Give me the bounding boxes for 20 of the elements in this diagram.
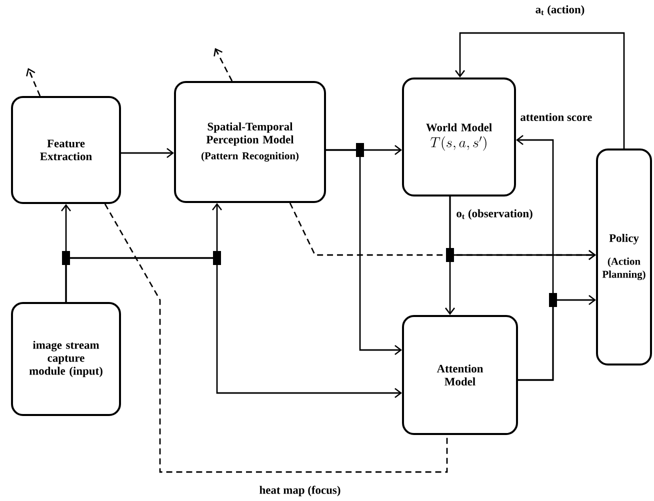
arrow: [326, 149, 402, 355]
dashed-arrow: [26, 68, 41, 96]
dashed-line: [104, 204, 448, 473]
arrow: [445, 196, 455, 315]
arrow: [518, 295, 596, 381]
arrow: [65, 257, 402, 398]
input-box: image stream capture module (input): [11, 302, 121, 416]
edge-label: o$_{t}$ (observation): [456, 209, 532, 220]
edge-label: heat map (focus): [260, 486, 340, 496]
model-box: Feature Extraction: [11, 96, 121, 204]
edge-label: attention score: [520, 112, 592, 122]
arrow: [455, 32, 625, 148]
model-box: Spatial-Temporal Perception Model (Pattern Recognition): [174, 81, 326, 203]
dashed-arrow: [214, 48, 233, 82]
edge-label: a$_{t}$ (action): [536, 5, 584, 16]
arrow: [121, 148, 174, 158]
model-box: Attention Model: [402, 315, 518, 435]
model-box: Policy (Action Planning): [596, 148, 652, 366]
dashed-arrow: [289, 202, 596, 260]
model-box: World Model $T(s,a,s')$: [402, 78, 516, 196]
